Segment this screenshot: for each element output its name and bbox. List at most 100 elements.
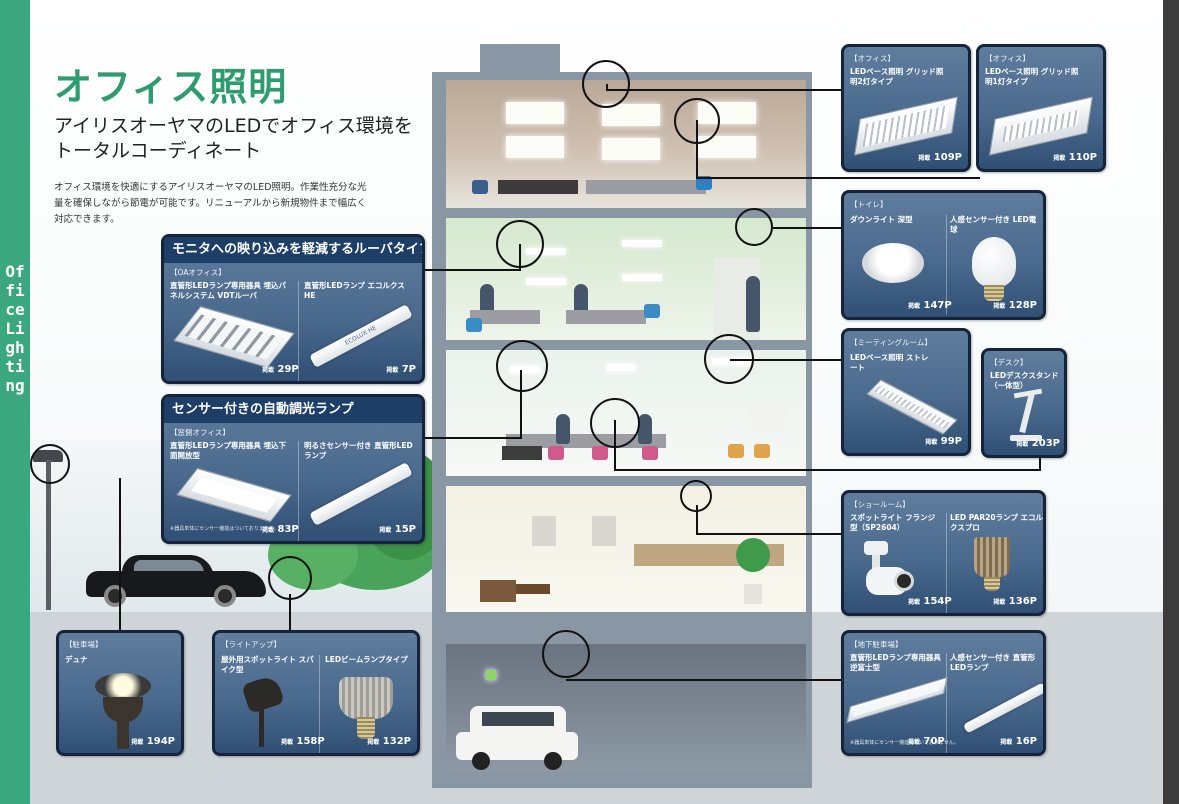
page-ref: 掲載 99P [925, 436, 962, 447]
product-panel-meeting-room[interactable]: 【ミーティングルーム】 LEDベース照明 ストレート 掲載 99P [841, 328, 971, 456]
spine-bar: Office Lighting [0, 0, 30, 804]
page-ref: 掲載 147P [908, 300, 952, 311]
panel-header: センサー付きの自動調光ランプ [164, 397, 422, 423]
product-name: 直管形LEDランプ専用器具 埋込下面開放型 [170, 441, 287, 460]
panel-note: ※器具単体にセンサー機能はついておりません。 [170, 526, 279, 532]
panel-category: 【デスク】 [990, 358, 1028, 367]
page-ref: 掲載 128P [993, 300, 1037, 311]
product-name: LEDベース照明 グリッド照明1灯タイプ [985, 67, 1079, 86]
product-name: 明るさセンサー付き 直管形LEDランプ [304, 441, 413, 460]
callout-circle [590, 398, 640, 448]
panel-category: 【OAオフィス】 [170, 268, 226, 277]
product-name: LEDベース照明 ストレート [850, 353, 929, 372]
page-ref: 掲載 158P [281, 736, 325, 747]
product-name: ダウンライト 深型 [850, 215, 913, 224]
page-ref: 掲載 110P [1053, 152, 1097, 163]
sensor-bulb-image [972, 237, 1016, 287]
product-name: スポットライト フランジ型（SP2604） [850, 513, 936, 532]
page-ref: 掲載 194P [131, 736, 175, 747]
panel-category: 【オフィス】 [850, 54, 895, 63]
page-ref: 掲載 7P [386, 364, 416, 375]
product-name: 直管形LEDランプ専用器具 埋込パネルシステム VDTルーバ [170, 281, 287, 300]
product-name: LEDデスクスタンド（一体型） [990, 371, 1059, 390]
product-name: デュナ [65, 655, 88, 664]
panel-category: 【オフィス】 [985, 54, 1030, 63]
straight-light-image [866, 379, 958, 435]
page-ref: 掲載 70P [908, 736, 945, 747]
desk-stand-image [1019, 392, 1035, 434]
lamp-base [984, 577, 1000, 591]
product-panel-parking[interactable]: 【駐車場】 デュナ 掲載 194P [56, 630, 184, 756]
street-lamp-pole [46, 460, 51, 610]
page-ref: 掲載 109P [918, 152, 962, 163]
beam-lamp-image [339, 677, 393, 719]
vdt-louver-fixture-image [173, 305, 295, 369]
callout-circle [735, 208, 773, 246]
van-illustration [456, 706, 578, 770]
grid-light-1lamp-image [989, 96, 1093, 156]
product-panel-lightup[interactable]: 【ライトアップ】 屋外用スポットライト スパイク型 LEDビームランプタイプ 掲… [212, 630, 420, 756]
callout-circle [496, 340, 548, 392]
product-name: LED PAR20ランプ エコルクスプロ [950, 513, 1043, 532]
spine-text: Office Lighting [5, 262, 25, 395]
page-ref: 掲載 83P [262, 524, 299, 535]
car-illustration [86, 553, 266, 607]
product-panel-office-1lamp[interactable]: 【オフィス】 LEDベース照明 グリッド照明1灯タイプ 掲載 110P [976, 44, 1106, 172]
product-name: 人感センサー付き 直管形LEDランプ [950, 653, 1036, 672]
product-name: LEDビームランプタイプ [325, 655, 408, 664]
page-subtitle: アイリスオーヤマのLEDでオフィス環境をトータルコーディネート [54, 115, 413, 162]
callout-circle [30, 444, 70, 484]
panel-category: 【ショールーム】 [850, 500, 910, 509]
building-tower [480, 44, 560, 76]
plant-icon [736, 538, 770, 572]
page-ref: 掲載 29P [262, 364, 299, 375]
open-bottom-fixture-image [176, 467, 292, 523]
panel-category: 【地下駐車場】 [850, 640, 903, 649]
panel-header: モニタへの映り込みを軽減するルーバタイプ [164, 237, 422, 263]
downlight-image [862, 243, 924, 283]
panel-category: 【ミーティングルーム】 [850, 338, 932, 347]
spotlight-image [864, 541, 888, 555]
bulb-base [984, 285, 1004, 301]
sensor-tube-image [962, 682, 1043, 734]
panel-category: 【トイレ】 [850, 200, 888, 209]
product-panel-toilet[interactable]: 【トイレ】 ダウンライト 深型 人感センサー付き LED電球 掲載 147P 掲… [841, 190, 1046, 320]
ecolux-tube-image: ECOLUX HE [309, 303, 413, 369]
product-panel-office-2lamp[interactable]: 【オフィス】 LEDベース照明 グリッド照明2灯タイプ 掲載 109P [841, 44, 971, 172]
page-ref: 掲載 16P [1000, 736, 1037, 747]
panel-note: ※器具単体にセンサー機能はついておりません。 [850, 740, 959, 746]
page-ref: 掲載 15P [379, 524, 416, 535]
page-description: オフィス環境を快適にするアイリスオーヤマのLED照明。作業性充分な光量を確保しな… [54, 182, 367, 225]
page-edge [1163, 0, 1179, 804]
callout-circle [704, 334, 754, 384]
panel-category: 【駐車場】 [65, 640, 103, 649]
par20-lamp-image [974, 537, 1010, 577]
product-panel-oa-office[interactable]: モニタへの映り込みを軽減するルーバタイプ 【OAオフィス】 直管形LEDランプ専… [161, 234, 425, 384]
product-name: 直管形LEDランプ専用器具 逆富士型 [850, 653, 941, 672]
page-ref: 掲載 136P [993, 596, 1037, 607]
product-panel-desk[interactable]: 【デスク】 LEDデスクスタンド（一体型） 掲載 203P [981, 348, 1067, 458]
callout-circle [674, 98, 720, 144]
callout-circle [496, 220, 544, 268]
page-ref: 掲載 203P [1016, 438, 1060, 449]
product-name: 屋外用スポットライト スパイク型 [221, 655, 314, 674]
product-name: 人感センサー付き LED電球 [950, 215, 1037, 234]
product-panel-basement-parking[interactable]: 【地下駐車場】 直管形LEDランプ専用器具 逆富士型 人感センサー付き 直管形L… [841, 630, 1046, 756]
callout-circle [582, 60, 630, 108]
panel-category: 【ライトアップ】 [221, 640, 281, 649]
product-name: LEDベース照明 グリッド照明2灯タイプ [850, 67, 944, 86]
sensor-tube-image [309, 461, 413, 527]
page-title: オフィス照明 [54, 65, 288, 109]
duna-light-image [95, 673, 151, 699]
inverted-fuji-fixture-image [846, 676, 948, 724]
floor-showroom [446, 486, 806, 612]
callout-circle [542, 630, 590, 678]
page-ref: 掲載 154P [908, 596, 952, 607]
callout-circle [680, 480, 712, 512]
product-panel-sensor-dimming[interactable]: センサー付きの自動調光ランプ 【窓側オフィス】 直管形LEDランプ専用器具 埋込… [161, 394, 425, 544]
page-ref: 掲載 132P [367, 736, 411, 747]
product-name: 直管形LEDランプ エコルクスHE [304, 281, 405, 300]
panel-category: 【窓側オフィス】 [170, 428, 230, 437]
product-panel-showroom[interactable]: 【ショールーム】 スポットライト フランジ型（SP2604） LED PAR20… [841, 490, 1046, 616]
